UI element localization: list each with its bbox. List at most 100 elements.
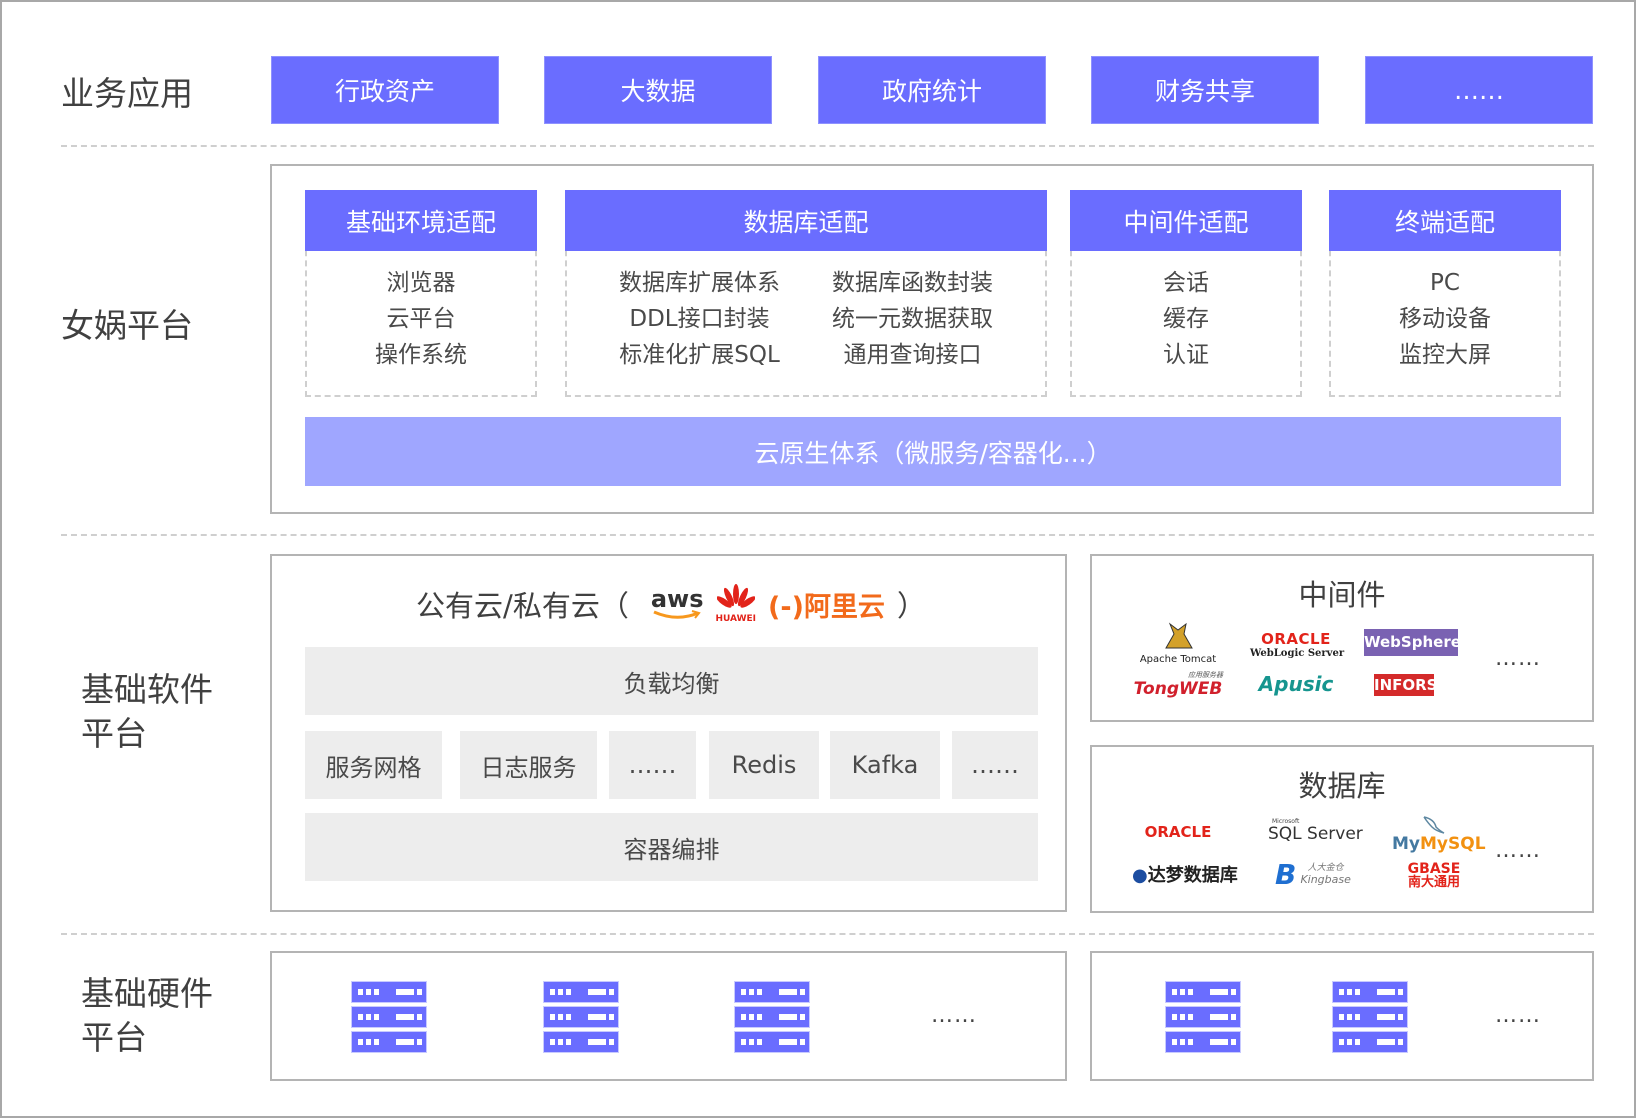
adapter-base-env: 基础环境适配 浏览器 云平台 操作系统 — [305, 190, 537, 397]
adapter-item: 标准化扩展SQL — [619, 342, 780, 368]
mysql-dolphin-icon — [1423, 816, 1445, 834]
gbase-logo: GBASE 南大通用 — [1398, 862, 1470, 890]
adapter-item: 移动设备 — [1399, 306, 1491, 332]
server-icon — [351, 981, 427, 1053]
adapter-item: 云平台 — [386, 306, 456, 332]
adapter-title: 数据库适配 — [565, 190, 1047, 251]
hardware-more-right: …… — [1495, 1003, 1541, 1028]
aws-smile-icon — [653, 610, 701, 619]
adapter-item: 数据库扩展体系 — [619, 270, 780, 296]
adapter-item: 缓存 — [1163, 306, 1209, 332]
app-big-data[interactable]: 大数据 — [544, 56, 772, 124]
middleware-more: …… — [1495, 646, 1541, 671]
adapter-item: 认证 — [1163, 342, 1209, 368]
service-block: Kafka — [830, 731, 940, 799]
server-icon — [734, 981, 810, 1053]
adapter-title: 中间件适配 — [1070, 190, 1302, 251]
layer-label-software-line2: 平台 — [81, 714, 147, 753]
cloud-title-text: 公有云/私有云（ — [416, 589, 629, 623]
adapter-title: 基础环境适配 — [305, 190, 537, 251]
adapter-terminal: 终端适配 PC 移动设备 监控大屏 — [1329, 190, 1561, 397]
aliyun-logo: (-)阿里云 — [768, 585, 885, 624]
aliyun-logo-text: 阿里云 — [803, 591, 885, 623]
adapter-item: 数据库函数封装 — [832, 270, 993, 296]
server-icon — [1165, 981, 1241, 1053]
adapter-database: 数据库适配 数据库扩展体系 DDL接口封装 标准化扩展SQL 数据库函数封装 统… — [565, 190, 1047, 397]
weblogic-logo: ORACLE WebLogic Server — [1250, 630, 1345, 659]
layer-label-business: 业务应用 — [61, 74, 193, 113]
huawei-logo: HUAWEI — [715, 584, 756, 624]
orchestration-block: 容器编排 — [305, 813, 1038, 881]
adapter-item: 浏览器 — [386, 270, 456, 296]
divider — [61, 145, 1594, 147]
dameng-mark-icon: ● — [1132, 865, 1148, 886]
adapter-item: 统一元数据获取 — [832, 306, 993, 332]
cloud-native-bar: 云原生体系（微服务/容器化...） — [305, 417, 1561, 486]
cloud-title-close: ） — [896, 589, 926, 623]
app-more[interactable]: …… — [1365, 56, 1593, 124]
aws-logo-text: aws — [650, 585, 704, 613]
middleware-title: 中间件 — [1298, 578, 1386, 612]
hardware-more-left: …… — [931, 1003, 977, 1028]
load-balance-block: 负载均衡 — [305, 647, 1038, 715]
adapter-item: 操作系统 — [375, 342, 467, 368]
layer-label-hardware: 基础硬件 平台 — [81, 972, 213, 1060]
oracle-db-logo: ORACLE — [1144, 823, 1212, 841]
database-title: 数据库 — [1298, 769, 1386, 803]
tomcat-logo: Apache Tomcat — [1136, 622, 1220, 665]
tomcat-cat-icon — [1165, 622, 1193, 649]
adapter-middleware: 中间件适配 会话 缓存 认证 — [1070, 190, 1302, 397]
apusic-logo: Apusic — [1258, 672, 1334, 696]
tongweb-logo-text: TongWEB — [1133, 679, 1223, 699]
service-block: 服务网格 — [305, 731, 442, 799]
kingbase-mark-icon: B — [1275, 858, 1297, 891]
service-block: Redis — [709, 731, 819, 799]
layer-label-software: 基础软件 平台 — [81, 668, 213, 756]
divider — [61, 933, 1594, 935]
database-more: …… — [1495, 838, 1541, 863]
layer-label-platform: 女娲平台 — [61, 306, 193, 345]
tongweb-logo: 应用服务器 TongWEB — [1133, 670, 1223, 698]
dameng-logo: ●达梦数据库 — [1132, 861, 1238, 887]
layer-label-hardware-line1: 基础硬件 — [81, 974, 213, 1013]
infors-logo: INFORS — [1374, 674, 1438, 696]
websphere-logo: WebSphere. — [1364, 629, 1467, 656]
microsoft-text: Microsoft — [1272, 818, 1300, 825]
app-admin-assets[interactable]: 行政资产 — [271, 56, 499, 124]
weblogic-logo-text: WebLogic Server — [1250, 648, 1345, 659]
adapter-item: 监控大屏 — [1399, 342, 1491, 368]
mysql-logo: MyMySQL — [1392, 815, 1486, 854]
mysql-logo-text: MyMySQL — [1392, 834, 1486, 854]
gbase-logo-text: GBASE — [1407, 861, 1461, 877]
adapter-item: PC — [1430, 270, 1460, 296]
oracle-logo-text: ORACLE — [1261, 630, 1331, 648]
kingbase-logo: B 人大金仓 Kingbase — [1275, 860, 1355, 890]
service-block: 日志服务 — [460, 731, 597, 799]
database-panel — [1090, 745, 1594, 913]
service-block: …… — [952, 731, 1038, 799]
tomcat-logo-text: Apache Tomcat — [1139, 654, 1217, 665]
sqlserver-logo: Microsoft SQL Server — [1268, 818, 1363, 844]
layer-label-hardware-line2: 平台 — [81, 1018, 147, 1057]
divider — [61, 534, 1594, 536]
huawei-logo-text: HUAWEI — [715, 614, 757, 624]
gbase-cn-text: 南大通用 — [1407, 875, 1460, 890]
aws-logo: aws — [650, 585, 704, 620]
adapter-item: DDL接口封装 — [629, 306, 770, 332]
kingbase-cn-text: 人大金仓 — [1307, 863, 1344, 873]
kingbase-logo-text: Kingbase — [1300, 873, 1351, 886]
dameng-logo-text: 达梦数据库 — [1147, 865, 1238, 886]
adapter-item: 会话 — [1163, 270, 1209, 296]
sqlserver-logo-text: SQL Server — [1268, 824, 1363, 844]
cloud-title: 公有云/私有云（ aws HUAWEI (-)阿里云 ） — [305, 582, 1037, 626]
server-icon — [543, 981, 619, 1053]
app-gov-statistics[interactable]: 政府统计 — [818, 56, 1046, 124]
aliyun-mark-icon: (-) — [768, 591, 804, 623]
app-finance-sharing[interactable]: 财务共享 — [1091, 56, 1319, 124]
layer-label-software-line1: 基础软件 — [81, 670, 213, 709]
huawei-flower-icon — [716, 584, 755, 608]
adapter-item: 通用查询接口 — [843, 342, 982, 368]
tongweb-subtitle: 应用服务器 — [1188, 671, 1223, 679]
server-icon — [1332, 981, 1408, 1053]
